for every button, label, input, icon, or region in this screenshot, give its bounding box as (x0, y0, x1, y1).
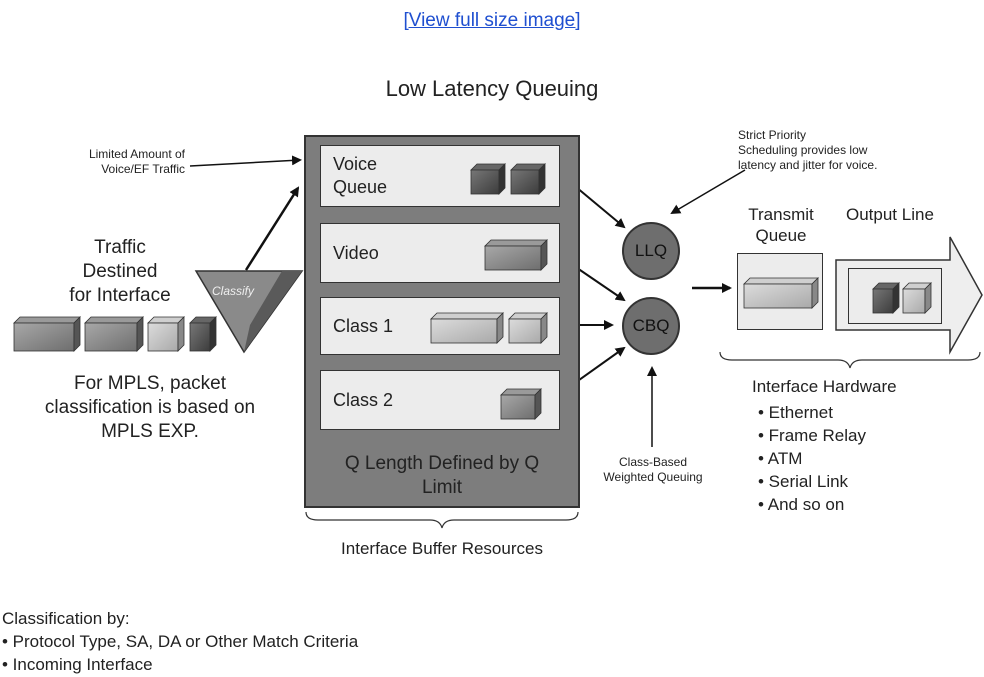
output-line-box (848, 268, 942, 324)
mpls-note-line: classification is based on (44, 397, 256, 418)
class-1-packets (430, 312, 548, 344)
transmit-packet (743, 277, 819, 309)
buffer-brace (305, 511, 579, 529)
transmit-queue-line: Queue (755, 226, 807, 245)
interface-hardware-title: Interface Hardware (752, 377, 897, 396)
hardware-item: • Ethernet (758, 403, 833, 422)
classify-label: Classify (212, 284, 255, 298)
classification-title: Classification by: (2, 609, 130, 628)
voice-queue: Voice Queue (320, 145, 560, 207)
video-queue: Video (320, 223, 560, 283)
voice-packets (470, 163, 546, 195)
q-length-line: Q Length Defined by Q (344, 453, 540, 474)
hardware-item: • And so on (758, 495, 845, 514)
voice-queue-label-line: Queue (333, 177, 388, 197)
voice-queue-label-line: Voice (333, 154, 378, 174)
limited-traffic-note: Limited Amount of Voice/EF Traffic (30, 147, 185, 177)
classification-item: • Incoming Interface (2, 655, 153, 674)
traffic-label-line: for Interface (69, 285, 171, 306)
class-1-queue-label: Class 1 (333, 316, 394, 336)
q-length-line: Limit (421, 477, 463, 498)
strict-priority-note: Strict Priority Scheduling provides low … (738, 128, 978, 173)
output-packets (872, 282, 932, 314)
transmit-queue-line: Transmit (748, 205, 814, 224)
class-2-queue-label: Class 2 (333, 390, 394, 410)
traffic-destined-label: Traffic Destined for Interface (40, 236, 200, 308)
video-queue-label: Video (333, 243, 379, 263)
llq-scheduler: LLQ (622, 222, 680, 280)
class-2-queue: Class 2 (320, 370, 560, 430)
transmit-queue-box (737, 253, 823, 330)
interface-hardware-list: • Ethernet • Frame Relay • ATM • Serial … (758, 401, 866, 516)
strict-priority-line: Strict Priority (738, 128, 807, 142)
classification-item: • Protocol Type, SA, DA or Other Match C… (2, 632, 359, 651)
diagram-title: Low Latency Queuing (385, 76, 599, 101)
mpls-note: For MPLS, packet classification is based… (10, 372, 290, 444)
video-packets (484, 239, 548, 271)
traffic-label-line: Traffic (94, 237, 146, 258)
strict-priority-line: latency and jitter for voice. (738, 158, 878, 172)
output-line-label: Output Line (846, 205, 934, 224)
hardware-item: • Serial Link (758, 472, 849, 491)
strict-priority-line: Scheduling provides low (738, 143, 868, 157)
classification-list: • Protocol Type, SA, DA or Other Match C… (2, 630, 358, 676)
class-based-note: Class-Based Weighted Queuing (578, 455, 728, 485)
q-length-label: Q Length Defined by Q Limit (306, 452, 578, 500)
hardware-brace (719, 351, 981, 369)
class-2-packets (500, 388, 542, 420)
mpls-note-line: MPLS EXP. (101, 421, 199, 442)
incoming-packets (13, 316, 217, 352)
limited-traffic-line: Voice/EF Traffic (101, 162, 185, 176)
transmit-queue-label: Transmit Queue (731, 204, 831, 246)
hardware-item: • Frame Relay (758, 426, 866, 445)
view-full-size-link[interactable]: [View full size image] (403, 10, 581, 31)
mpls-note-line: For MPLS, packet (73, 373, 227, 394)
class-based-line: Weighted Queuing (603, 470, 703, 484)
hardware-item: • ATM (758, 449, 803, 468)
traffic-label-line: Destined (82, 261, 158, 282)
class-1-queue: Class 1 (320, 297, 560, 355)
limited-traffic-line: Limited Amount of (88, 147, 185, 161)
interface-buffer-label: Interface Buffer Resources (341, 539, 543, 558)
voice-queue-label: Voice Queue (333, 153, 387, 199)
cbq-scheduler: CBQ (622, 297, 680, 355)
class-based-line: Class-Based (618, 455, 688, 469)
